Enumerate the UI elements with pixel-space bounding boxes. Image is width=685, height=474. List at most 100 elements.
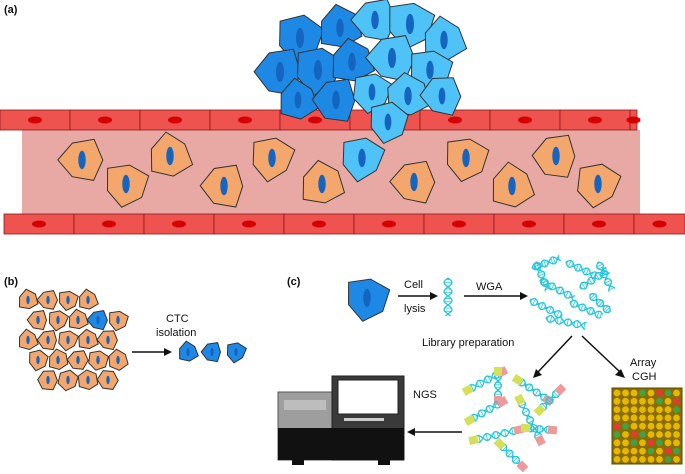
sequencer-slot (344, 418, 384, 421)
array-spot (613, 422, 621, 430)
cell-nucleus (438, 87, 446, 105)
dna-rung (575, 302, 578, 307)
array-spot (656, 431, 663, 438)
dna-rung (553, 391, 559, 397)
tumor-cell (350, 0, 397, 41)
dna-rung (526, 384, 532, 391)
blood-cell (88, 350, 109, 371)
dna-strand (525, 424, 553, 434)
dna-rung (475, 414, 478, 418)
array-spot (622, 414, 629, 422)
cell-nucleus (96, 355, 100, 365)
dna-rung (568, 293, 572, 299)
blood-cell (68, 308, 89, 330)
dna-rung (594, 297, 598, 301)
dna-rung (541, 261, 544, 267)
dna-rung (530, 298, 533, 303)
array-spot (647, 422, 655, 430)
dna-helix (473, 426, 519, 444)
endothelial-nucleus (98, 116, 112, 124)
endothelial-nucleus (32, 220, 46, 228)
endothelial-nucleus (588, 116, 602, 124)
dna-rung (587, 281, 589, 284)
dna-rung (560, 318, 562, 324)
dna-rung (538, 273, 545, 277)
blood-cell (150, 131, 194, 177)
dna-rung (537, 392, 541, 396)
cell-nucleus (116, 315, 120, 325)
endothelial-nucleus (448, 116, 462, 124)
dna-rung (603, 305, 606, 308)
dna-rung (601, 303, 604, 307)
vessel-wall-top (0, 109, 641, 131)
array-spot (639, 397, 646, 405)
dna-rung (576, 320, 579, 328)
dna-rung (596, 299, 602, 305)
cell-nucleus (371, 10, 379, 30)
tumor-cell (424, 15, 468, 61)
dna-strand (545, 316, 586, 330)
dna-rung (526, 416, 532, 420)
array-spot (630, 456, 638, 463)
dna-rung (541, 403, 547, 409)
tumor-mass (253, 0, 468, 145)
cell-nucleus (46, 295, 50, 305)
adapter (534, 434, 546, 447)
dna-rung (581, 282, 586, 289)
dna-rung (537, 271, 544, 274)
dna-rung (496, 431, 499, 438)
dna-strand (545, 314, 587, 329)
cell-nucleus (76, 315, 80, 325)
dna-rung (580, 303, 584, 311)
array-spot (656, 447, 663, 455)
blood-cell (446, 138, 490, 183)
dna-rung (589, 293, 593, 297)
dna-rung (532, 389, 536, 393)
dna-rung (554, 311, 557, 315)
sequencer-foot (378, 460, 390, 465)
dna-rung (570, 300, 573, 305)
dna-rung (500, 432, 503, 436)
adapter (520, 423, 531, 433)
array-spot (673, 422, 680, 430)
dna-rung (546, 307, 549, 311)
dna-rung (588, 272, 591, 275)
blood-cell (29, 349, 49, 372)
single-ctc (347, 278, 391, 322)
dna-rung (550, 283, 555, 290)
dna-strand (589, 293, 610, 314)
panel-c-label: (c) (287, 276, 301, 288)
cell-nucleus (363, 288, 371, 308)
array-spot (664, 439, 672, 447)
wga-arrow (464, 292, 528, 300)
dna-strand (596, 261, 616, 289)
blood-cell (577, 163, 622, 209)
dna-rung (491, 406, 494, 409)
cell-nucleus (294, 91, 302, 109)
array-spot (630, 431, 638, 438)
ctc-in-blood (86, 310, 108, 331)
cell-nucleus (86, 375, 90, 385)
dna-rung (590, 277, 595, 283)
endothelial-nucleus (242, 220, 256, 228)
array-spot (613, 447, 621, 455)
tumor-cell (370, 101, 409, 145)
cell-nucleus (268, 148, 276, 168)
dna-rung (546, 260, 549, 265)
array-spot (639, 414, 646, 422)
dna-rung (552, 393, 557, 398)
array-spot (622, 456, 629, 463)
cell-nucleus (86, 295, 90, 305)
array-spot (647, 389, 655, 397)
dna-rung (487, 375, 492, 382)
dna-rung (530, 387, 534, 391)
cell-nucleus (210, 347, 214, 357)
array-spot (613, 456, 621, 463)
array-spot (673, 414, 680, 422)
dna-rung (579, 285, 583, 289)
blood-cell (78, 328, 99, 350)
cell-nucleus (116, 355, 120, 365)
cell-nucleus (440, 30, 448, 50)
dna-rung (573, 321, 576, 326)
